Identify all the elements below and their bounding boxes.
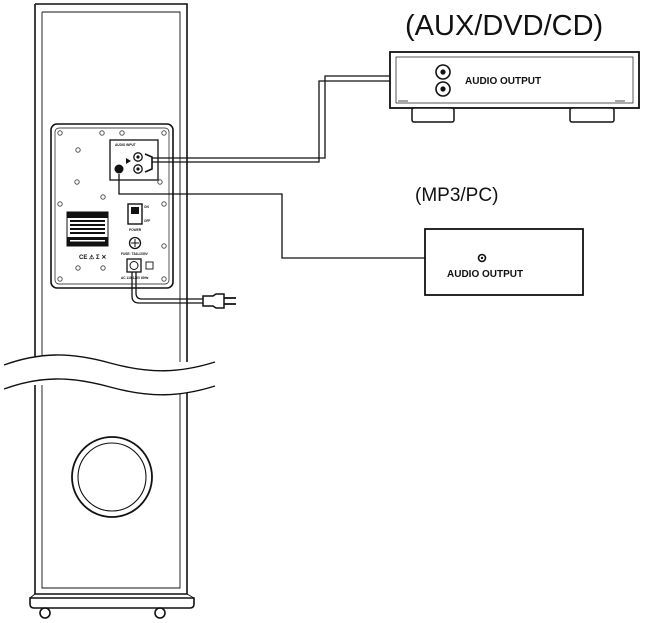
screw — [57, 130, 63, 136]
screw — [161, 201, 167, 207]
rear-panel: AUDIO INPUT ON OFF POWER FUSE: T3AL/250V — [50, 123, 174, 289]
rca-plugs — [144, 153, 153, 173]
power-switch-block: ON OFF POWER — [127, 203, 150, 232]
fuse-label: FUSE: T3AL/250V — [121, 252, 149, 256]
screw — [100, 194, 106, 200]
screw — [161, 276, 167, 282]
aux-device: (AUX/DVD/CD) AUDIO OUTPUT — [389, 10, 640, 123]
fuse-holder: FUSE: T3AL/250V — [121, 236, 149, 256]
screw — [74, 179, 80, 185]
mp3-input-jack — [114, 164, 124, 174]
speaker-cabinet-bottom — [34, 385, 188, 595]
mp3-cable — [118, 174, 478, 259]
mp3-port-label: AUDIO OUTPUT — [447, 269, 523, 280]
power-plug — [202, 293, 225, 309]
mp3-device-category-label: (MP3/PC) — [415, 185, 498, 206]
break-band — [4, 354, 215, 395]
screw — [161, 130, 167, 136]
screw — [99, 130, 105, 136]
speaker-foot-right — [154, 607, 166, 619]
plug-pins — [224, 297, 236, 305]
aux-port-label: AUDIO OUTPUT — [465, 76, 541, 87]
compliance-marks: CE ⚠ Σ ✕ — [79, 254, 106, 261]
speaker-cabinet-inner-bottom — [41, 385, 181, 589]
break-line-top — [3, 354, 216, 372]
screw — [57, 201, 63, 207]
break-line-bottom — [3, 378, 216, 396]
power-cord — [131, 272, 236, 309]
break-lines — [3, 354, 216, 396]
speaker-woofer-inner — [77, 442, 147, 512]
aux-device-foot-right — [569, 107, 615, 123]
power-socket: AC 110-120V 60Hz — [121, 258, 154, 280]
power-off-label: OFF — [144, 219, 150, 223]
screw — [157, 179, 163, 185]
panel-screws — [57, 130, 167, 282]
voltage-label: AC 110-120V 60Hz — [121, 276, 149, 280]
aux-device-foot-left — [411, 107, 455, 123]
screw — [75, 265, 81, 271]
mp3-device-body — [424, 228, 584, 296]
screw — [57, 276, 63, 282]
audio-input-label: AUDIO INPUT — [115, 143, 136, 147]
screw — [161, 243, 167, 249]
mp3-device: (MP3/PC) AUDIO OUTPUT — [415, 185, 584, 296]
screw — [75, 147, 81, 153]
speaker-base — [29, 597, 195, 609]
power-label: POWER — [129, 228, 142, 232]
aux-device-body — [389, 51, 640, 109]
speaker-woofer — [71, 436, 153, 518]
screw — [100, 265, 106, 271]
power-on-label: ON — [144, 205, 149, 209]
aux-device-category-label: (AUX/DVD/CD) — [405, 10, 603, 42]
rating-label: CE ⚠ Σ ✕ — [66, 211, 109, 261]
tower-speaker — [29, 3, 195, 619]
speaker-cabinet-top — [34, 3, 188, 362]
audio-input-block: AUDIO INPUT — [109, 139, 159, 181]
speaker-cabinet-inner-top — [41, 11, 181, 362]
aux-cable-a — [152, 75, 432, 159]
screw — [119, 130, 125, 136]
speaker-foot-left — [39, 607, 51, 619]
